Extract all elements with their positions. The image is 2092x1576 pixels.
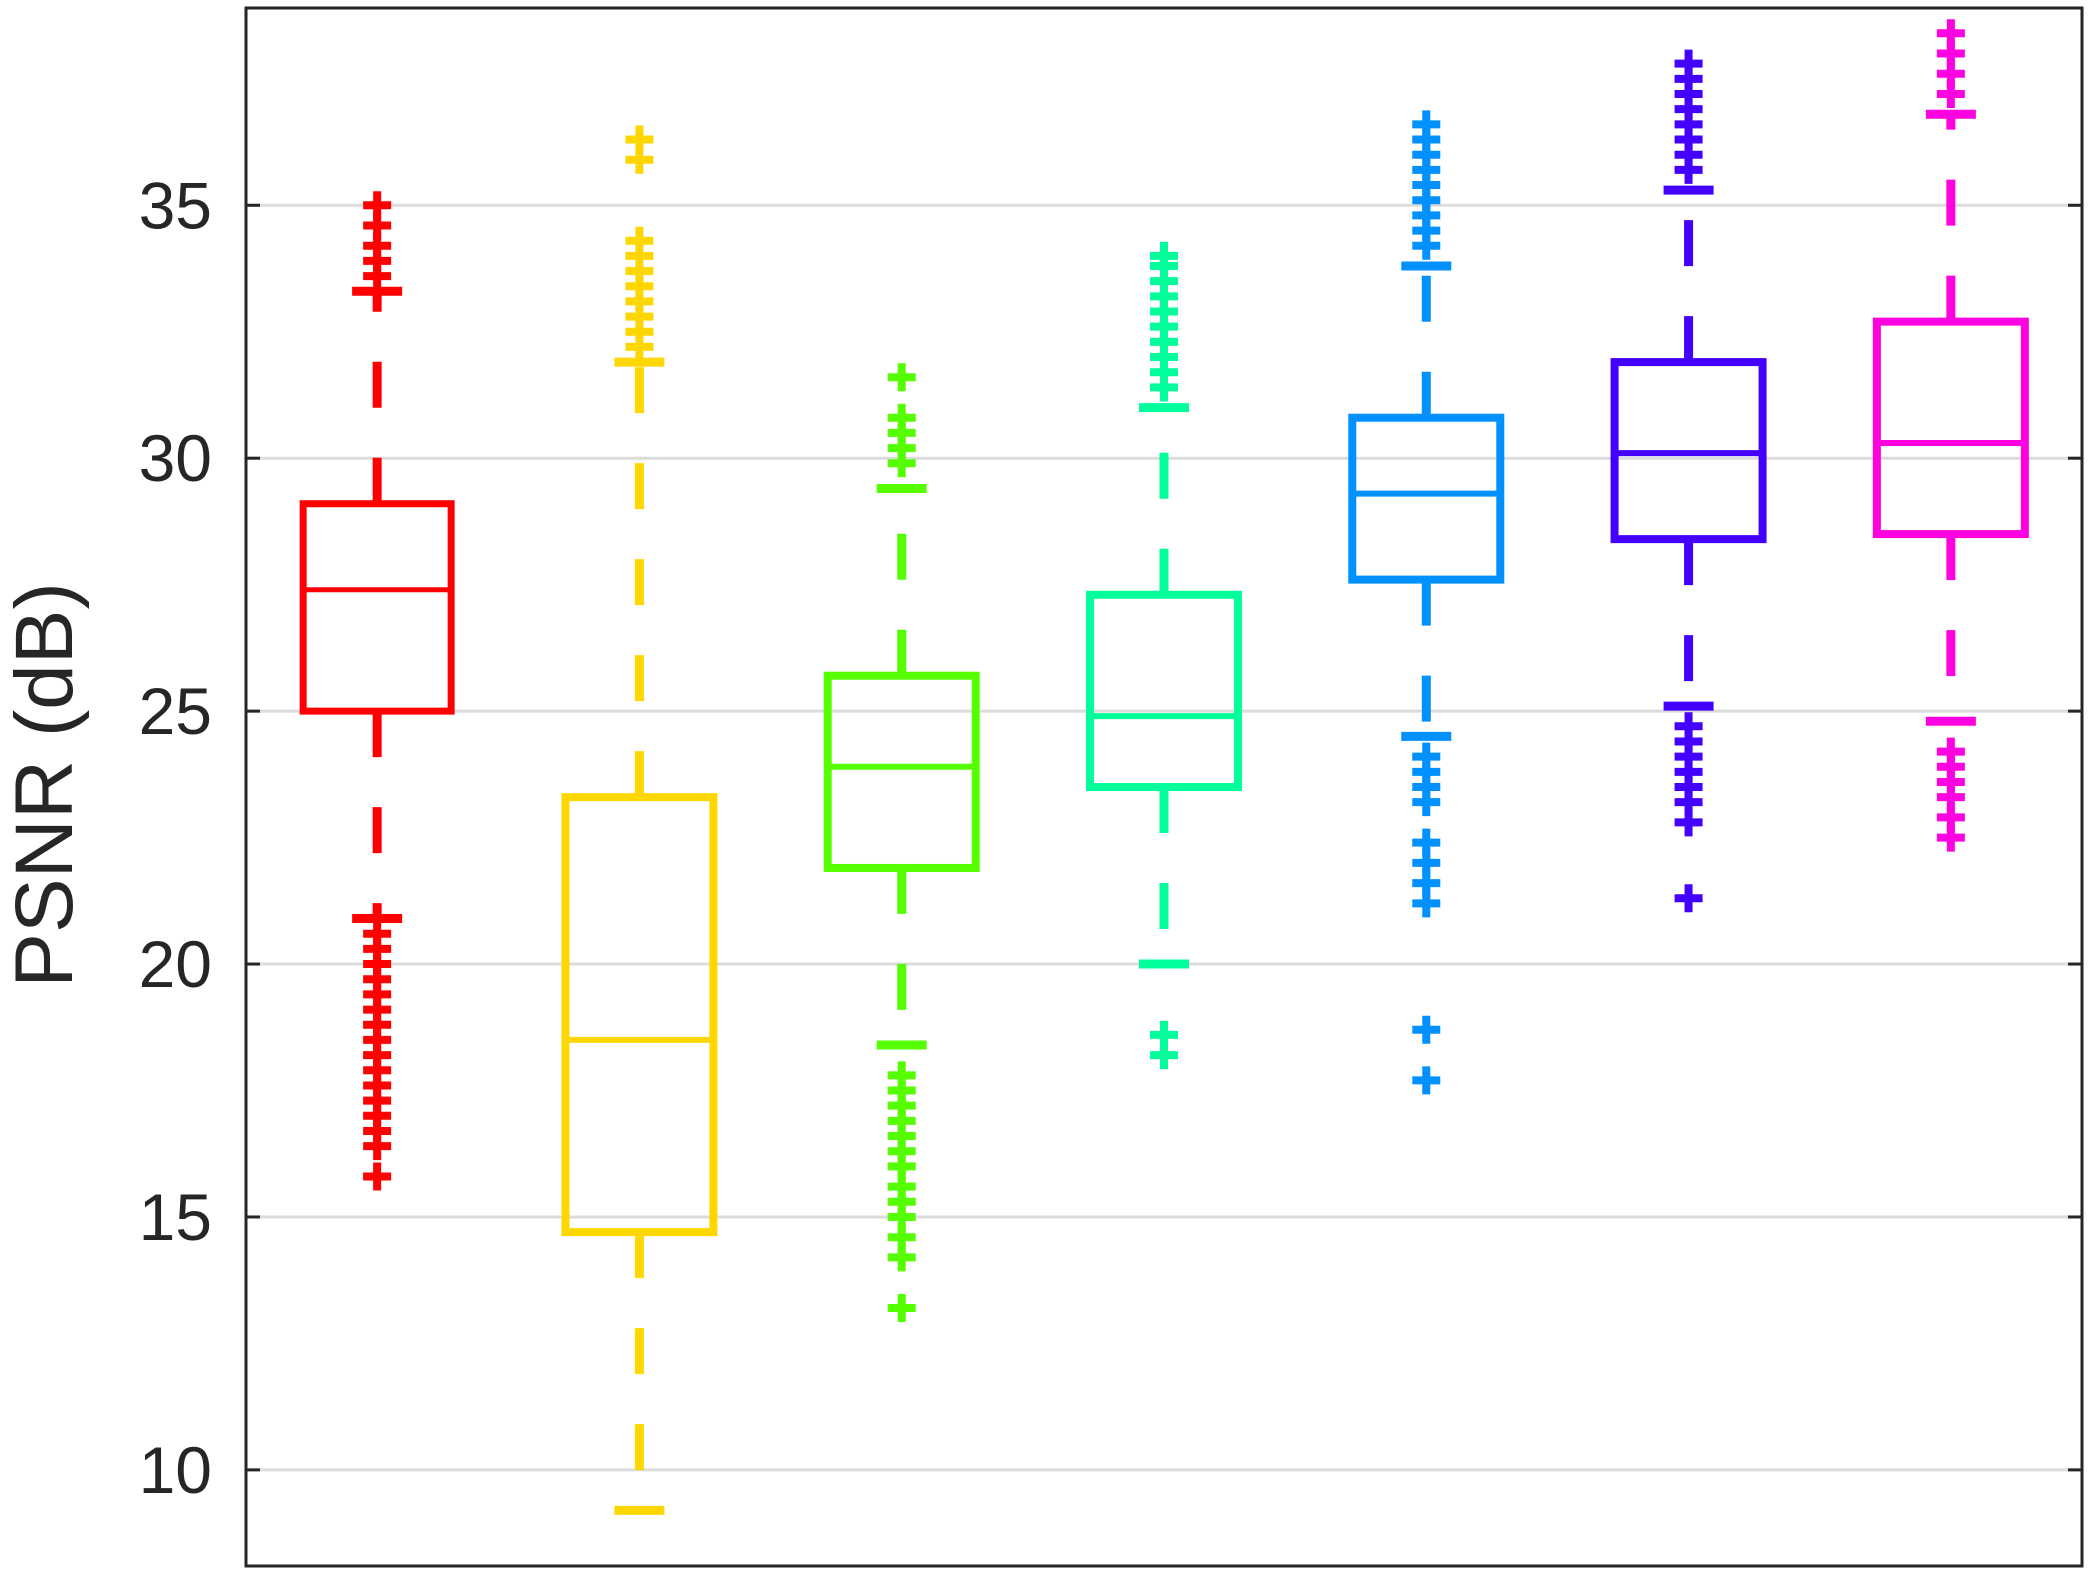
box-group	[1610, 49, 1767, 913]
outlier-point	[1412, 742, 1441, 771]
y-ticks: 10 15 20 25 30 35	[139, 168, 2082, 1507]
y-axis-label: PSNR (dB)	[0, 582, 90, 988]
outlier-point	[1412, 1066, 1441, 1095]
box-group	[1872, 19, 2029, 852]
box-group	[823, 363, 980, 1323]
iqr-box	[1872, 317, 2029, 539]
outlier-point	[1936, 737, 1965, 766]
box-group	[1086, 241, 1242, 1070]
outlier-point	[363, 191, 392, 220]
box-group	[561, 125, 718, 1515]
box-group	[299, 191, 455, 1191]
y-tick-label: 35	[139, 168, 212, 242]
iqr-box	[561, 793, 718, 1237]
outlier-point	[1412, 1015, 1441, 1044]
y-tick-label: 25	[139, 674, 212, 748]
outlier-point	[1150, 241, 1178, 270]
outlier-point	[363, 919, 392, 948]
outlier-point	[1412, 828, 1441, 857]
outlier-point	[1674, 49, 1703, 78]
plot-frame	[244, 6, 2084, 1568]
outlier-point	[1674, 712, 1703, 741]
outlier-point	[1674, 884, 1703, 913]
outlier-point	[363, 1162, 392, 1191]
outlier-point	[887, 363, 916, 392]
outlier-point	[887, 1294, 916, 1323]
iqr-box	[299, 500, 455, 715]
y-tick-label: 15	[139, 1180, 212, 1254]
outlier-point	[1412, 110, 1441, 139]
outlier-point	[887, 403, 916, 432]
outlier-point	[1936, 19, 1965, 48]
outlier-point	[625, 125, 654, 154]
box-series	[299, 19, 2029, 1515]
outlier-point	[625, 226, 654, 255]
y-tick-label: 10	[139, 1433, 212, 1507]
iqr-box	[823, 671, 980, 872]
iqr-box	[1086, 590, 1242, 792]
y-tick-label: 20	[139, 927, 212, 1001]
iqr-box	[1348, 413, 1505, 584]
outlier-point	[887, 1061, 916, 1090]
y-tick-label: 30	[139, 421, 212, 495]
box-group	[1348, 110, 1505, 1095]
outlier-point	[1150, 1020, 1178, 1049]
